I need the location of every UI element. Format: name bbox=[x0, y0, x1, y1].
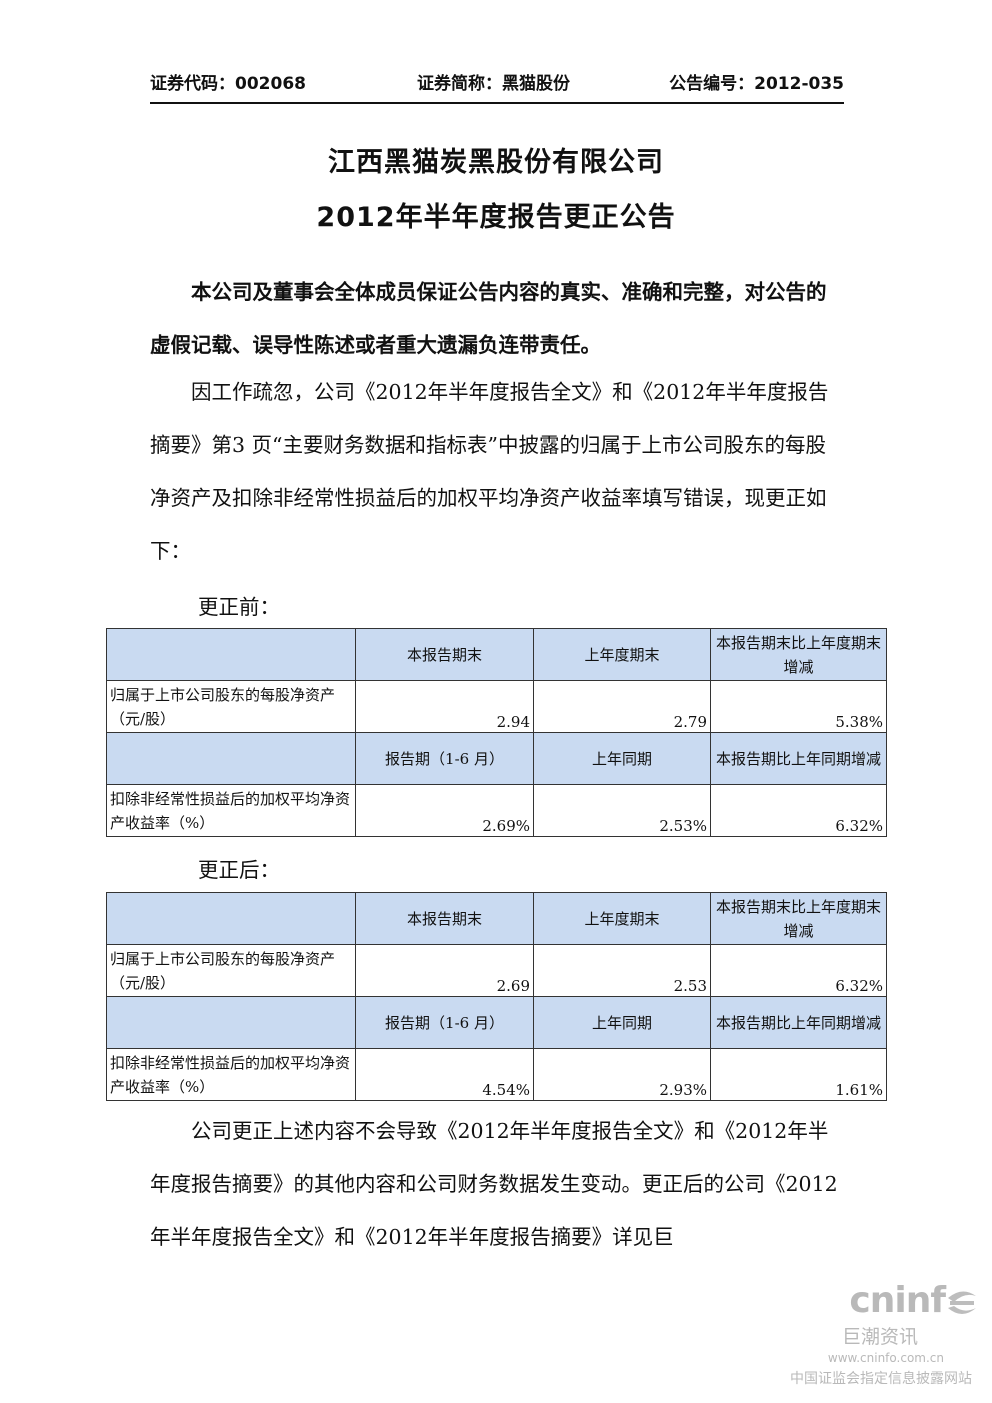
value-cell: 2.79 bbox=[533, 680, 711, 733]
value-cell: 2.94 bbox=[355, 680, 534, 733]
table-row: 归属于上市公司股东的每股净资产（元/股） 2.69 2.53 6.32% bbox=[106, 944, 887, 997]
value-cell: 5.38% bbox=[710, 680, 887, 733]
cninfo-chinese-name: 巨潮资讯 bbox=[841, 1326, 918, 1348]
value-cell: 6.32% bbox=[710, 784, 887, 837]
cninfo-url: www.cninfo.com.cn bbox=[827, 1351, 944, 1365]
table-row: 报告期（1-6 月） 上年同期 本报告期比上年同期增减 bbox=[106, 996, 887, 1049]
notice-number: 公告编号：2012-035 bbox=[669, 74, 844, 94]
table-cell bbox=[106, 996, 356, 1049]
after-table: 本报告期末 上年度期末 本报告期末比上年度期末增减 归属于上市公司股东的每股净资… bbox=[106, 892, 887, 1101]
value-cell: 6.32% bbox=[710, 944, 887, 997]
board-statement: 本公司及董事会全体成员保证公告内容的真实、准确和完整，对公告的虚假记载、误导性陈… bbox=[150, 280, 827, 357]
header-cell: 本报告期比上年同期增减 bbox=[710, 732, 887, 785]
value-cell: 4.54% bbox=[355, 1048, 534, 1101]
table-cell bbox=[106, 892, 356, 945]
value-cell: 2.53 bbox=[533, 944, 711, 997]
company-title: 江西黑猫炭黑股份有限公司 bbox=[328, 147, 664, 178]
before-label: 更正前： bbox=[198, 595, 280, 619]
table-row: 本报告期末 上年度期末 本报告期末比上年度期末增减 bbox=[106, 892, 887, 945]
table-row: 本报告期末 上年度期末 本报告期末比上年度期末增减 bbox=[106, 628, 887, 681]
table-row: 扣除非经常性损益后的加权平均净资产收益率（%） 4.54% 2.93% 1.61… bbox=[106, 1048, 887, 1101]
header-cell: 上年度期末 bbox=[533, 892, 711, 945]
row-label: 归属于上市公司股东的每股净资产（元/股） bbox=[106, 680, 356, 733]
value-cell: 2.69 bbox=[355, 944, 534, 997]
table-cell bbox=[106, 732, 356, 785]
table-row: 归属于上市公司股东的每股净资产（元/股） 2.94 2.79 5.38% bbox=[106, 680, 887, 733]
value-cell: 1.61% bbox=[710, 1048, 887, 1101]
after-label: 更正后： bbox=[198, 858, 280, 882]
cninfo-swirl-icon bbox=[948, 1291, 976, 1314]
table-row: 报告期（1-6 月） 上年同期 本报告期比上年同期增减 bbox=[106, 732, 887, 785]
header-cell: 本报告期末比上年度期末增减 bbox=[710, 892, 887, 945]
value-cell: 2.69% bbox=[355, 784, 534, 837]
stock-short-name: 证券简称：黑猫股份 bbox=[417, 74, 570, 94]
notice-title: 2012年半年度报告更正公告 bbox=[316, 202, 676, 233]
row-label: 扣除非经常性损益后的加权平均净资产收益率（%） bbox=[106, 784, 356, 837]
table-row: 扣除非经常性损益后的加权平均净资产收益率（%） 2.69% 2.53% 6.32… bbox=[106, 784, 887, 837]
cninfo-logo: cninf bbox=[849, 1280, 946, 1321]
header-cell: 本报告期比上年同期增减 bbox=[710, 996, 887, 1049]
table-cell bbox=[106, 628, 356, 681]
header-cell: 本报告期末 bbox=[355, 628, 534, 681]
header-cell: 上年同期 bbox=[533, 996, 711, 1049]
row-label: 归属于上市公司股东的每股净资产（元/股） bbox=[106, 944, 356, 997]
correction-closing: 公司更正上述内容不会导致《2012年半年度报告全文》和《2012年半年度报告摘要… bbox=[150, 1119, 838, 1249]
header-cell: 上年度期末 bbox=[533, 628, 711, 681]
stock-code: 证券代码：002068 bbox=[150, 74, 306, 94]
correction-intro: 因工作疏忽，公司《2012年半年度报告全文》和《2012年半年度报告摘要》第3 … bbox=[150, 380, 829, 563]
header-cell: 本报告期末比上年度期末增减 bbox=[710, 628, 887, 681]
before-table: 本报告期末 上年度期末 本报告期末比上年度期末增减 归属于上市公司股东的每股净资… bbox=[106, 628, 887, 837]
value-cell: 2.93% bbox=[533, 1048, 711, 1101]
header-cell: 报告期（1-6 月） bbox=[355, 732, 534, 785]
header-cell: 上年同期 bbox=[533, 732, 711, 785]
cninfo-footer: 中国证监会指定信息披露网站 bbox=[790, 1371, 972, 1387]
header-cell: 报告期（1-6 月） bbox=[355, 996, 534, 1049]
cninfo-watermark: cninf 巨潮资讯 www.cninfo.com.cn 中国证监会指定信息披露… bbox=[740, 1280, 980, 1390]
value-cell: 2.53% bbox=[533, 784, 711, 837]
document-header: 证券代码：002068 证券简称：黑猫股份 公告编号：2012-035 bbox=[150, 70, 844, 104]
row-label: 扣除非经常性损益后的加权平均净资产收益率（%） bbox=[106, 1048, 356, 1101]
header-cell: 本报告期末 bbox=[355, 892, 534, 945]
